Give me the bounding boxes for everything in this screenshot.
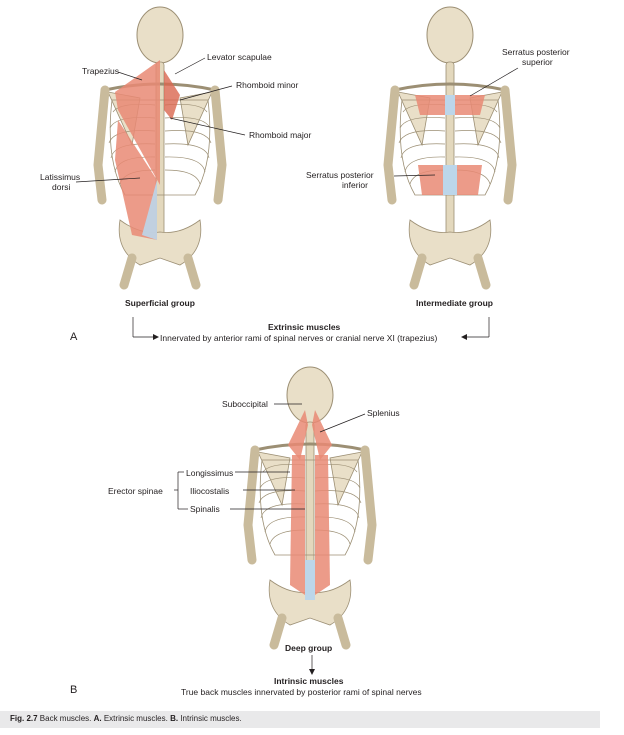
superficial-group-label: Superficial group bbox=[125, 298, 195, 308]
intrinsic-heading: Intrinsic muscles bbox=[274, 676, 344, 686]
intrinsic-subheading: True back muscles innervated by posterio… bbox=[181, 687, 422, 697]
label-latissimus: Latissimus bbox=[40, 172, 81, 182]
label-rhomboid-minor: Rhomboid minor bbox=[236, 80, 299, 90]
label-dorsi: dorsi bbox=[52, 182, 71, 192]
label-erector-spinae: Erector spinae bbox=[108, 486, 163, 496]
label-superior: superior bbox=[522, 57, 553, 67]
label-levator-scapulae: Levator scapulae bbox=[207, 52, 272, 62]
caption-fig-number: Fig. 2.7 bbox=[10, 714, 38, 723]
caption-b-letter: B. bbox=[170, 714, 179, 723]
label-inferior: inferior bbox=[342, 180, 368, 190]
label-trapezius: Trapezius bbox=[82, 66, 120, 76]
caption-a-text: Extrinsic muscles. bbox=[103, 714, 168, 723]
trapezius-muscle bbox=[115, 60, 160, 185]
label-spinalis: Spinalis bbox=[190, 504, 220, 514]
caption-bar: Fig. 2.7 Back muscles. A. Extrinsic musc… bbox=[0, 711, 600, 728]
latissimus-dorsi-muscle bbox=[115, 120, 157, 240]
figure-caption: Fig. 2.7 Back muscles. A. Extrinsic musc… bbox=[10, 713, 242, 725]
label-serratus-posterior-inferior: Serratus posterior bbox=[306, 170, 374, 180]
label-serratus-posterior-superior: Serratus posterior bbox=[502, 47, 570, 57]
panel-a-letter: A bbox=[70, 331, 78, 343]
intermediate-group-label: Intermediate group bbox=[416, 298, 493, 308]
label-suboccipital: Suboccipital bbox=[222, 399, 268, 409]
extrinsic-heading: Extrinsic muscles bbox=[268, 322, 341, 332]
deep-skeleton bbox=[248, 367, 372, 645]
splenius-muscle bbox=[288, 410, 308, 460]
panel-b-letter: B bbox=[70, 684, 78, 696]
label-longissimus: Longissimus bbox=[186, 468, 234, 478]
label-splenius: Splenius bbox=[367, 408, 400, 418]
rhomboid-muscle bbox=[164, 70, 180, 120]
caption-b-text: Intrinsic muscles. bbox=[180, 714, 242, 723]
intermediate-skeleton bbox=[388, 7, 512, 285]
label-rhomboid-major: Rhomboid major bbox=[249, 130, 312, 140]
superficial-skeleton bbox=[98, 7, 222, 285]
label-iliocostalis: Iliocostalis bbox=[190, 486, 230, 496]
deep-group-label: Deep group bbox=[285, 643, 333, 653]
caption-text: Back muscles. bbox=[39, 714, 92, 723]
extrinsic-subheading: Innervated by anterior rami of spinal ne… bbox=[160, 333, 438, 343]
erector-spinae-muscle bbox=[290, 455, 305, 595]
caption-a-letter: A. bbox=[93, 714, 102, 723]
